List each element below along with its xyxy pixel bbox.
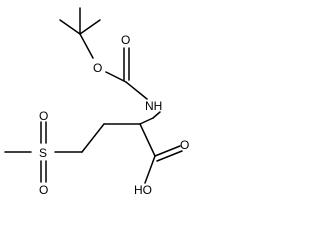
bond-cooh-o-double-a — [154, 145, 181, 157]
atom-oh: HO — [134, 183, 152, 197]
bond-cooh-o-double-b — [156, 150, 183, 162]
atom-o-sulfonyl-bottom: O — [39, 183, 48, 197]
atom-nh: NH — [145, 99, 162, 113]
atom-o-carbonyl-boc: O — [121, 33, 130, 47]
atom-s: S — [39, 146, 47, 160]
bond-ch2-ch2 — [81, 123, 105, 153]
atom-o-ester: O — [93, 61, 102, 75]
atom-o-acid-carbonyl: O — [180, 138, 189, 152]
bond-o-carbonyl — [105, 71, 127, 83]
bond-n-calpha-2 — [139, 117, 154, 125]
bond-tbu-left — [59, 19, 81, 35]
bond-tbu-right — [79, 19, 101, 35]
bond-cooh-oh — [144, 155, 156, 184]
atom-o-sulfonyl-top: O — [39, 109, 48, 123]
bond-tbu-down — [79, 33, 94, 59]
bond-calpha-cooh — [139, 123, 156, 157]
chemical-structure: O O NH O S O O HO — [4, 7, 189, 197]
bond-n-calpha — [152, 111, 161, 119]
bond-c-n — [125, 81, 148, 100]
